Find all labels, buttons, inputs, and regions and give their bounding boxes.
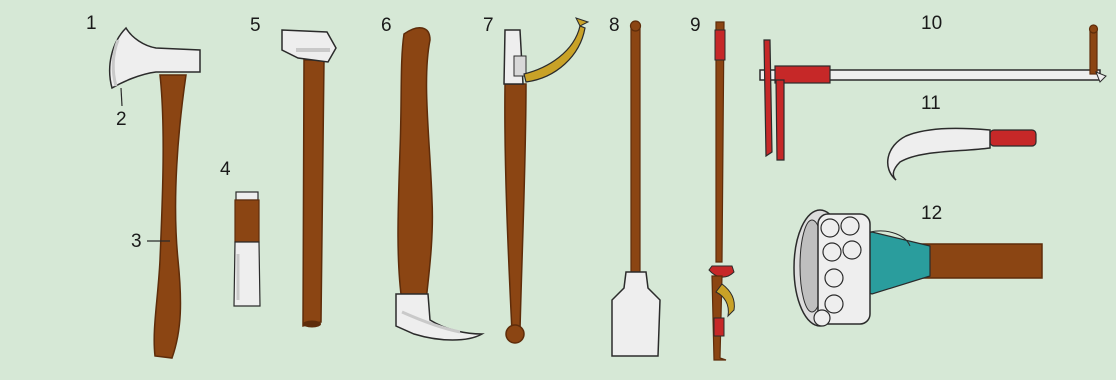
- splitting-maul-icon: [282, 30, 336, 328]
- label-9: 9: [690, 16, 701, 35]
- label-12: 12: [921, 204, 942, 223]
- label-3: 3: [131, 232, 142, 251]
- label-11: 11: [921, 94, 941, 113]
- label-2: 2: [116, 110, 127, 129]
- chisel-icon: [234, 192, 260, 306]
- bark-spud-icon: [612, 21, 660, 356]
- label-6: 6: [381, 16, 392, 35]
- log-hook-pole-icon: [709, 22, 734, 360]
- billhook-icon: [888, 128, 1036, 180]
- label-8: 8: [609, 16, 620, 35]
- label-5: 5: [250, 16, 261, 35]
- felling-axe-icon: [110, 28, 200, 358]
- label-4: 4: [220, 160, 231, 179]
- label-1: 1: [86, 14, 97, 33]
- numbering-hammer-icon: [794, 210, 1042, 326]
- pickaroon-icon: [396, 28, 482, 340]
- label-7: 7: [483, 16, 494, 35]
- label-10: 10: [921, 14, 942, 33]
- cant-hook-icon: [504, 18, 588, 343]
